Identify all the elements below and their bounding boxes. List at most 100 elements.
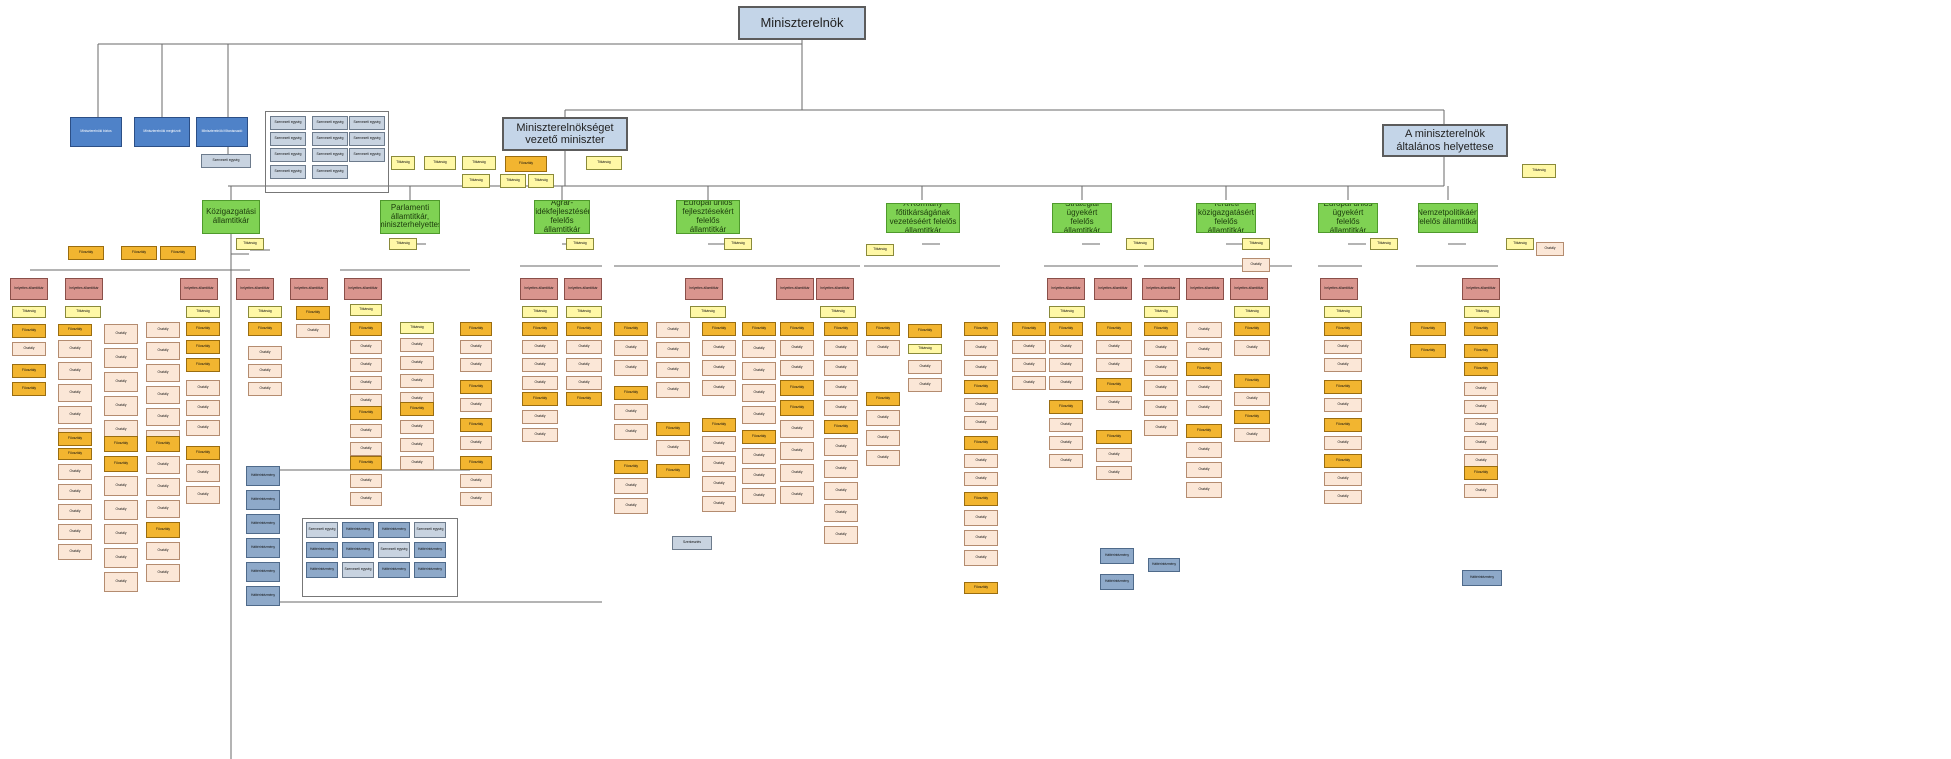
org-unit-box: Osztály bbox=[824, 340, 858, 356]
org-unit-box: Osztály bbox=[908, 378, 942, 392]
org-unit-box: Főosztály bbox=[460, 322, 492, 336]
advisor-box: Szervezeti egység bbox=[312, 116, 348, 130]
org-unit-box: Osztály bbox=[1186, 342, 1222, 358]
org-unit-box: Titkárság bbox=[908, 344, 942, 354]
advisor-group-frame bbox=[265, 111, 389, 193]
org-unit-box: Főosztály bbox=[1234, 322, 1270, 336]
left-unit-2: Miniszterelnöki megbízott bbox=[134, 117, 190, 147]
org-unit-box: Osztály bbox=[350, 442, 382, 456]
left-unit-1: Miniszterelnöki biztos bbox=[70, 117, 122, 147]
org-unit-box: Főosztály bbox=[908, 324, 942, 338]
org-unit-box: Osztály bbox=[146, 500, 180, 518]
org-unit-box: Osztály bbox=[780, 486, 814, 504]
org-unit-box: Osztály bbox=[780, 442, 814, 460]
org-unit-box: Háttérintézmény bbox=[1100, 548, 1134, 564]
org-unit-box: Főosztály bbox=[742, 430, 776, 444]
org-unit-box: Osztály bbox=[964, 472, 998, 486]
org-unit-box: Főosztály bbox=[656, 422, 690, 436]
advisor-box: Szervezeti egység bbox=[270, 132, 306, 146]
org-unit-box: Osztály bbox=[702, 456, 736, 472]
org-unit-box: Osztály bbox=[248, 346, 282, 360]
org-unit-box: Osztály bbox=[104, 572, 138, 592]
secretariat-box: Titkárság bbox=[462, 174, 490, 188]
org-unit-box: Osztály bbox=[780, 420, 814, 438]
secretariat-box: Titkárság bbox=[586, 156, 622, 170]
org-unit-box: Osztály bbox=[104, 396, 138, 416]
org-unit-box: Főosztály bbox=[614, 322, 648, 336]
org-unit-box: Osztály bbox=[1234, 340, 1270, 356]
org-unit-box: Titkárság bbox=[690, 306, 726, 318]
org-unit-box: Főosztály bbox=[1324, 454, 1362, 468]
state-secretary-9: Nemzetpolitikáért felelős államtitkár bbox=[1418, 203, 1478, 233]
org-unit-box: Osztály bbox=[1144, 360, 1178, 376]
org-unit-box: Főosztály bbox=[614, 460, 648, 474]
org-unit-box: Osztály bbox=[1049, 358, 1083, 372]
org-unit-box: Osztály bbox=[104, 524, 138, 544]
department-box: Osztály bbox=[1536, 242, 1564, 256]
state-secretary-4: Európai uniós fejlesztésekért felelős ál… bbox=[676, 200, 740, 234]
org-unit-box: Osztály bbox=[742, 340, 776, 358]
org-unit-box: Főosztály bbox=[1464, 344, 1498, 358]
background-institution-box: Háttérintézmény bbox=[414, 562, 446, 578]
org-unit-box: Titkárság bbox=[248, 306, 282, 318]
deputy-state-secretary-box: helyettes államtitkár bbox=[520, 278, 558, 300]
org-unit-box: Főosztály bbox=[780, 322, 814, 336]
org-unit-box: Főosztály bbox=[460, 456, 492, 470]
org-unit-box: Osztály bbox=[350, 474, 382, 488]
org-unit-box: Osztály bbox=[1186, 462, 1222, 478]
org-unit-box: Osztály bbox=[824, 482, 858, 500]
org-unit-box: Osztály bbox=[656, 440, 690, 456]
org-unit-box: Osztály bbox=[1096, 396, 1132, 410]
org-unit-box: Osztály bbox=[146, 322, 180, 338]
org-unit-box: Osztály bbox=[702, 436, 736, 452]
footnote-box: Szerkesztés bbox=[672, 536, 712, 550]
org-unit-box: Osztály bbox=[58, 384, 92, 402]
department-box: Főosztály bbox=[505, 156, 547, 172]
org-unit-box: Osztály bbox=[400, 456, 434, 470]
deputy-state-secretary-box: helyettes államtitkár bbox=[1047, 278, 1085, 300]
org-unit-box: Osztály bbox=[566, 376, 602, 390]
org-unit-box: Főosztály bbox=[1049, 400, 1083, 414]
org-unit-box: Főosztály bbox=[522, 392, 558, 406]
org-unit-box: Főosztály bbox=[104, 456, 138, 472]
org-unit-box: Osztály bbox=[824, 360, 858, 376]
org-unit-box: Főosztály bbox=[1096, 322, 1132, 336]
org-unit-box: Osztály bbox=[1186, 322, 1222, 338]
background-institution-box: Szervezeti egység bbox=[414, 522, 446, 538]
org-unit-box: Osztály bbox=[866, 410, 900, 426]
org-unit-box: Osztály bbox=[1144, 380, 1178, 396]
org-unit-box: Főosztály bbox=[780, 380, 814, 396]
org-unit-box: Osztály bbox=[566, 340, 602, 354]
org-unit-box: Főosztály bbox=[1410, 322, 1446, 336]
org-unit-box: Titkárság bbox=[400, 322, 434, 334]
org-unit-box: Osztály bbox=[908, 360, 942, 374]
org-unit-box: Osztály bbox=[866, 450, 900, 466]
org-unit-box: Osztály bbox=[1049, 436, 1083, 450]
background-institution-box: Háttérintézmény bbox=[306, 542, 338, 558]
org-unit-box: Osztály bbox=[780, 340, 814, 356]
org-unit-box: Főosztály bbox=[964, 380, 998, 394]
org-unit-box: Főosztály bbox=[186, 340, 220, 354]
org-unit-box: Főosztály bbox=[146, 522, 180, 538]
department-box: Főosztály bbox=[68, 246, 104, 260]
secretariat-box: Titkárság bbox=[724, 238, 752, 250]
state-secretary-1: Közigazgatási államtitkár bbox=[202, 200, 260, 234]
org-unit-box: Osztály bbox=[146, 456, 180, 474]
org-unit-box: Főosztály bbox=[104, 436, 138, 452]
org-unit-box: Osztály bbox=[146, 364, 180, 382]
org-unit-box: Osztály bbox=[460, 436, 492, 450]
org-unit-box: Háttérintézmény bbox=[246, 586, 280, 606]
deputy-state-secretary-box: helyettes államtitkár bbox=[290, 278, 328, 300]
org-unit-box: Főosztály bbox=[350, 456, 382, 470]
org-unit-box: Titkárság bbox=[350, 304, 382, 316]
background-institution-box: Szervezeti egység bbox=[342, 562, 374, 578]
org-unit-box: Titkárság bbox=[1144, 306, 1178, 318]
org-unit-box: Osztály bbox=[964, 454, 998, 468]
org-unit-box: Főosztály bbox=[866, 392, 900, 406]
org-unit-box: Osztály bbox=[1234, 428, 1270, 442]
org-unit-box: Osztály bbox=[248, 382, 282, 396]
org-unit-box: Osztály bbox=[58, 504, 92, 520]
org-unit-box: Titkárság bbox=[1464, 306, 1500, 318]
org-unit-box: Titkárság bbox=[566, 306, 602, 318]
org-unit-box: Osztály bbox=[702, 380, 736, 396]
